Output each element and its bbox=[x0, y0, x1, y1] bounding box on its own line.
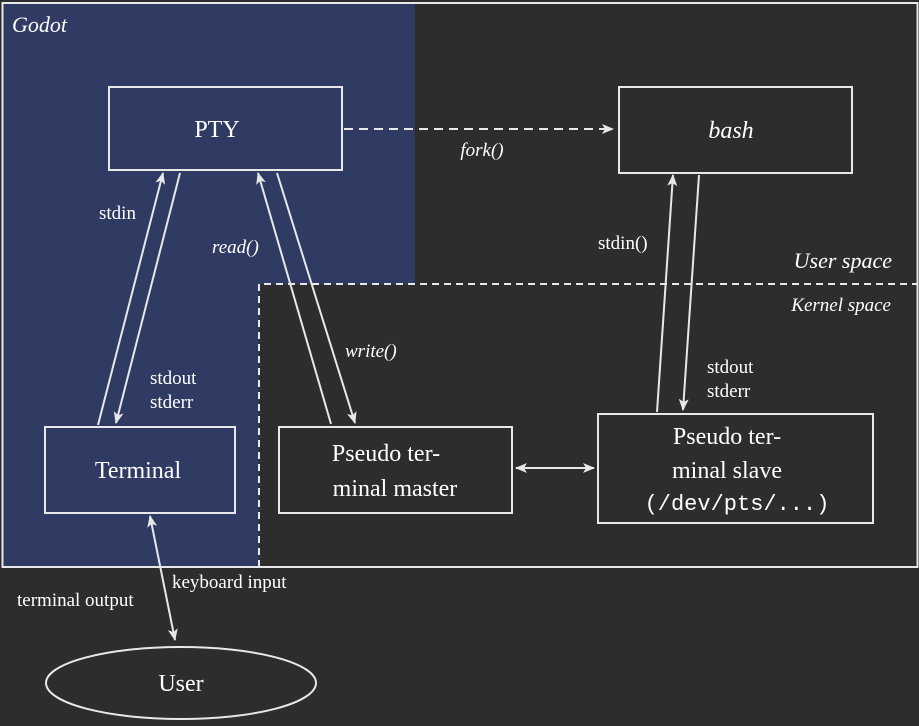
read-arrow bbox=[256, 172, 332, 425]
bash-label: bash bbox=[708, 118, 753, 144]
slave-label-line2: minal slave bbox=[672, 458, 782, 484]
fork-label: fork() bbox=[460, 140, 503, 161]
terminal-user-arrow bbox=[147, 515, 178, 641]
system-frame bbox=[1, 2, 919, 568]
write-arrow bbox=[276, 172, 357, 424]
stdin-label-left: stdin bbox=[99, 203, 136, 224]
stdout-label-right: stdout bbox=[707, 357, 754, 378]
terminal-label: Terminal bbox=[95, 458, 182, 484]
pty-node: PTY bbox=[108, 86, 343, 171]
user-ellipse bbox=[45, 646, 317, 720]
write-label: write() bbox=[345, 341, 397, 362]
pty-box bbox=[108, 86, 343, 171]
kernel-space-label: Kernel space bbox=[790, 295, 891, 316]
kernel-space-boundary bbox=[258, 283, 917, 567]
stdout-label-left: stdout bbox=[150, 368, 197, 389]
keyboard-input-label: keyboard input bbox=[172, 572, 287, 593]
godot-region-label: Godot bbox=[12, 12, 68, 37]
stderr-label-right: stderr bbox=[707, 381, 751, 402]
stdout-arrow-right bbox=[678, 174, 700, 411]
pseudo-terminal-slave-node: Pseudo ter- minal slave (/dev/pts/...) bbox=[597, 413, 874, 524]
user-label: User bbox=[158, 671, 203, 697]
terminal-box bbox=[44, 426, 236, 514]
stdout-arrow-left bbox=[113, 172, 181, 424]
pseudo-terminal-master-node: Pseudo ter- minal master bbox=[278, 426, 513, 514]
stdin-label-right: stdin() bbox=[598, 233, 648, 254]
user-node: User bbox=[45, 646, 317, 720]
read-label: read() bbox=[212, 237, 259, 258]
stderr-label-left: stderr bbox=[150, 392, 194, 413]
slave-label-line1: Pseudo ter- bbox=[673, 424, 781, 450]
terminal-output-label: terminal output bbox=[17, 590, 134, 611]
slave-box bbox=[597, 413, 874, 524]
stdin-arrow-left bbox=[97, 172, 166, 426]
user-space-label: User space bbox=[794, 248, 893, 273]
slave-label-line3: (/dev/pts/...) bbox=[645, 492, 830, 517]
bash-node: bash bbox=[618, 86, 853, 174]
stdin-arrow-right bbox=[656, 174, 678, 413]
master-label-line1: Pseudo ter- bbox=[332, 441, 440, 467]
master-box bbox=[278, 426, 513, 514]
bash-box bbox=[618, 86, 853, 174]
terminal-node: Terminal bbox=[44, 426, 236, 514]
pty-label: PTY bbox=[194, 117, 239, 143]
master-label-line2: minal master bbox=[333, 476, 458, 502]
